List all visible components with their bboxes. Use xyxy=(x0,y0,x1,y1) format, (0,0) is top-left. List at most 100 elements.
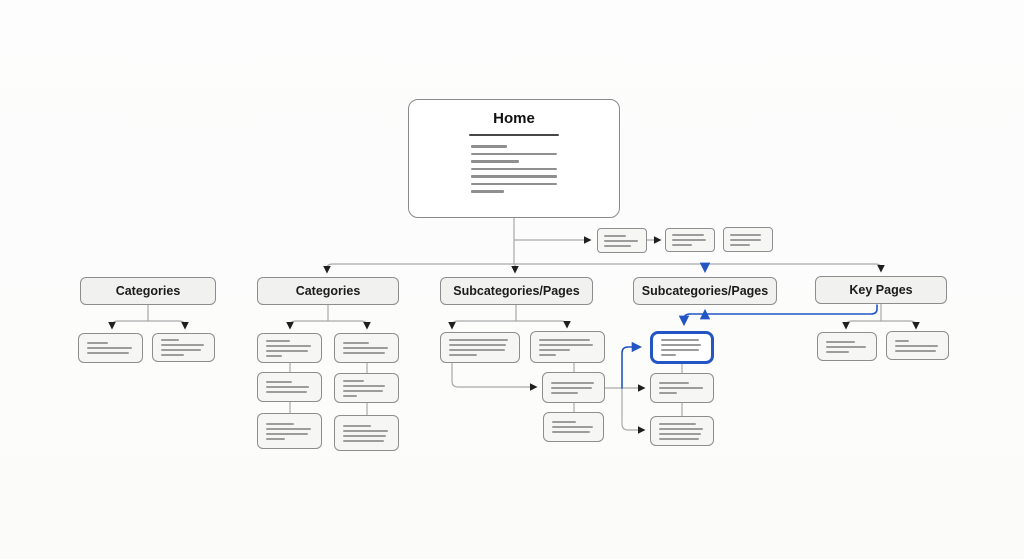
node-key-child-2[interactable] xyxy=(886,331,949,360)
skeleton-line xyxy=(672,234,705,236)
edge-sub2-to-highlight xyxy=(678,313,691,327)
skeleton-line xyxy=(471,190,504,193)
categories-1-label: Categories xyxy=(115,284,181,298)
skeleton-line xyxy=(266,386,310,388)
home-label: Home xyxy=(493,110,535,127)
skeleton-line xyxy=(471,167,557,170)
edge-sub1-to-child-1 xyxy=(448,320,517,330)
skeleton-line xyxy=(266,381,292,383)
node-cat2-right-1[interactable] xyxy=(334,333,399,363)
skeleton-line xyxy=(895,339,909,342)
node-sub1-child-1[interactable] xyxy=(440,332,520,363)
skeleton-line xyxy=(539,343,594,346)
skeleton-line xyxy=(343,342,369,344)
node-categories-1[interactable]: Categories xyxy=(80,277,216,305)
cat2-right-3-skeleton-lines xyxy=(343,424,390,442)
node-detail-card-1[interactable] xyxy=(597,228,647,253)
detail-card-1-skeleton-lines xyxy=(604,234,640,247)
skeleton-line xyxy=(449,354,477,356)
node-cat1-child-2[interactable] xyxy=(152,333,215,362)
sub1-bottom-skeleton-lines xyxy=(552,421,595,433)
skeleton-line xyxy=(343,424,372,427)
skeleton-line xyxy=(449,339,508,341)
node-sub1-child-2[interactable] xyxy=(530,331,605,363)
node-sub2-highlight[interactable] xyxy=(650,331,714,364)
node-cat2-left-1[interactable] xyxy=(257,333,322,363)
detail-card-2-skeleton-lines xyxy=(672,234,708,246)
skeleton-line xyxy=(161,339,179,341)
sub2-child-3-skeleton-lines xyxy=(659,422,705,440)
skeleton-line xyxy=(161,344,204,346)
skeleton-line xyxy=(659,387,703,389)
edge-categories-2-to-right-1 xyxy=(327,320,371,330)
skeleton-line xyxy=(659,382,689,384)
skeleton-line xyxy=(661,354,676,356)
sub1-mid-skeleton-lines xyxy=(551,381,596,394)
node-key-pages[interactable]: Key Pages xyxy=(815,276,947,304)
cat2-left-2-skeleton-lines xyxy=(266,381,313,393)
skeleton-line xyxy=(604,244,631,247)
subcategories-2-label: Subcategories/Pages xyxy=(641,284,769,298)
skeleton-line xyxy=(672,244,692,246)
node-categories-2[interactable]: Categories xyxy=(257,277,399,305)
skeleton-line xyxy=(266,427,311,430)
skeleton-line xyxy=(471,160,520,163)
node-detail-card-2[interactable] xyxy=(665,228,715,252)
skeleton-line xyxy=(730,238,761,241)
node-cat2-right-3[interactable] xyxy=(334,415,399,451)
edge-dist-to-categories-2 xyxy=(323,263,515,274)
edge-categories-1-to-child-2 xyxy=(147,320,189,330)
cat1-child-2-skeleton-lines xyxy=(161,339,206,356)
node-cat2-left-2[interactable] xyxy=(257,372,322,402)
skeleton-line xyxy=(343,389,383,392)
skeleton-line xyxy=(551,391,578,394)
skeleton-line xyxy=(551,386,592,389)
detail-card-3-skeleton-lines xyxy=(730,233,766,246)
edge-mid-to-sub2-child-3 xyxy=(621,387,646,434)
node-sub1-mid[interactable] xyxy=(542,372,605,403)
node-cat2-right-2[interactable] xyxy=(334,373,399,403)
home-skeleton-lines xyxy=(471,145,557,193)
skeleton-line xyxy=(672,239,707,241)
edge-mid-to-highlight xyxy=(621,341,643,389)
skeleton-line xyxy=(826,345,866,348)
cat2-right-1-skeleton-lines xyxy=(343,342,390,354)
skeleton-line xyxy=(161,354,184,356)
skeleton-line xyxy=(266,422,295,425)
node-home[interactable]: Home xyxy=(408,99,620,218)
skeleton-line xyxy=(539,338,591,341)
skeleton-line xyxy=(471,175,557,178)
node-detail-card-3[interactable] xyxy=(723,227,773,252)
sub2-highlight-skeleton-lines xyxy=(661,339,703,356)
subcategories-1-label: Subcategories/Pages xyxy=(453,284,580,298)
node-cat1-child-1[interactable] xyxy=(78,333,143,363)
skeleton-line xyxy=(661,344,701,346)
skeleton-line xyxy=(87,352,130,354)
node-cat2-left-3[interactable] xyxy=(257,413,322,449)
skeleton-line xyxy=(449,349,505,351)
skeleton-line xyxy=(471,145,508,148)
skeleton-line xyxy=(343,347,388,349)
node-sub1-bottom[interactable] xyxy=(543,412,604,442)
skeleton-line xyxy=(661,349,699,351)
skeleton-line xyxy=(659,422,696,425)
skeleton-line xyxy=(895,344,938,347)
node-sub2-child-3[interactable] xyxy=(650,416,714,446)
skeleton-line xyxy=(661,339,699,341)
skeleton-line xyxy=(343,439,385,442)
skeleton-line xyxy=(552,421,576,423)
cat2-left-1-skeleton-lines xyxy=(266,339,313,357)
skeleton-line xyxy=(552,431,590,433)
key-pages-label: Key Pages xyxy=(849,283,913,297)
node-key-child-1[interactable] xyxy=(817,332,877,361)
node-sub2-child-2[interactable] xyxy=(650,373,714,403)
skeleton-line xyxy=(551,381,594,384)
skeleton-line xyxy=(659,427,703,430)
skeleton-line xyxy=(266,432,309,435)
node-subcategories-2[interactable]: Subcategories/Pages xyxy=(633,277,777,305)
skeleton-line xyxy=(87,342,109,344)
edge-sub1-child-1-to-mid xyxy=(451,362,538,391)
skeleton-line xyxy=(266,354,283,357)
node-subcategories-1[interactable]: Subcategories/Pages xyxy=(440,277,593,305)
